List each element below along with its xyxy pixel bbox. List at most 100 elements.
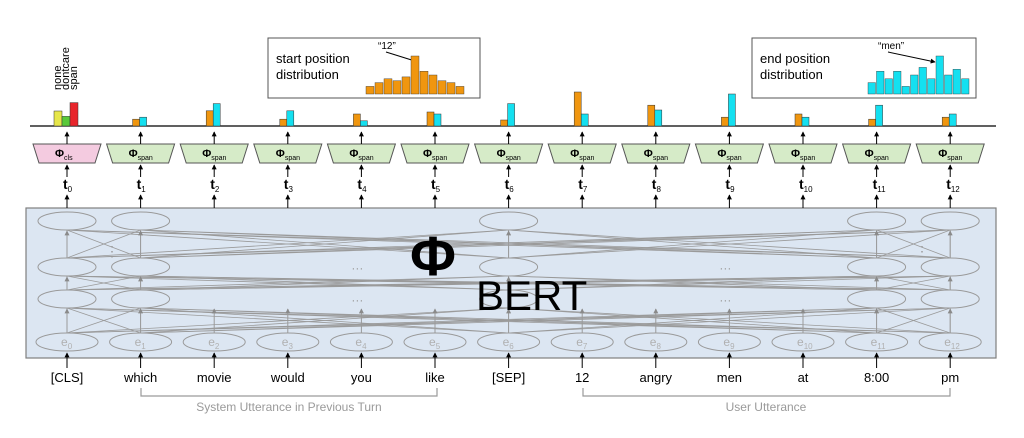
token-word: angry [640,370,673,385]
start-logit-bar [647,104,656,127]
embedding-node [35,332,99,352]
embedding-node [697,332,761,352]
hidden-vector-label: t2 [210,176,220,194]
start-logit-bar [721,116,729,127]
bert-connection [876,275,951,291]
hidden-vector-label: t8 [652,176,662,194]
start-distribution-bar [383,78,393,95]
start-distribution-bar [365,86,375,95]
start-distribution-box: start position distribution “12” [267,37,481,99]
embedding-label: e8 [650,335,662,351]
token-word: would [270,370,305,385]
token-word: like [425,370,445,385]
system-utterance-label: System Utterance in Previous Turn [196,400,381,414]
end-distribution-bar [893,70,902,95]
phi-span-block [621,143,691,164]
end-histogram [867,55,970,95]
end-distribution-bar [935,55,944,95]
embedding-label: e7 [576,335,588,351]
token-word: movie [197,370,232,385]
bert-hidden-node [37,211,97,231]
class-bar [53,110,63,127]
embedding-node [550,332,614,352]
start-distribution-bar [419,70,429,95]
token-word: you [351,370,372,385]
token-word: [CLS] [51,370,84,385]
bert-hidden-node [37,289,97,309]
bert-hidden-node [111,211,171,231]
bert-connection [66,229,141,259]
embedding-node [109,332,173,352]
bert-connection [140,275,951,291]
hidden-vector-label: t12 [946,176,960,194]
bert-hidden-node [920,289,980,309]
start-distribution-bar [401,76,411,95]
bert-hidden-node [479,211,539,231]
start-logit-bar [426,111,435,127]
hidden-vector-label: t7 [578,176,588,194]
end-distribution-bar [876,70,885,95]
token-word: at [798,370,809,385]
start-title-line2: distribution [276,67,339,82]
user-utterance-bracket [582,388,951,397]
system-utterance-bracket [140,388,438,397]
bert-hidden-node [37,257,97,277]
phi-span-block [179,143,249,164]
end-logit-bar [728,93,736,127]
token-word: men [717,370,742,385]
end-logit-bar [360,120,368,127]
vertical-dots: ⋮ [105,243,119,259]
hidden-vector-label: t4 [357,176,367,194]
bert-phi: Φ [410,224,456,287]
end-distribution-bar [927,78,936,95]
start-title-line1: start position [276,51,350,66]
token-word: [SEP] [492,370,525,385]
end-distribution-bar [961,78,970,95]
start-logit-bar [941,116,950,127]
hidden-vector-label: t11 [873,176,887,194]
phi-span-block [105,143,176,164]
start-logit-bar [794,113,803,127]
end-distribution-bar [910,74,919,95]
ellipsis-dots: ··· [719,293,731,307]
vertical-dots: ⋮ [915,243,929,259]
class-label: span [68,66,80,90]
embedding-node [918,332,982,352]
start-logit-bar [573,91,582,127]
embedding-label: e6 [503,335,515,351]
bert-connection [66,307,141,334]
start-logit-bar [868,118,876,127]
start-distribution-bar [455,86,465,95]
start-distribution-bar [374,82,384,95]
end-logit-bar [212,103,221,127]
phi-span-block [400,143,470,164]
start-distribution-bar [392,80,402,95]
end-logit-bar [580,113,589,127]
end-distribution-bar [867,82,876,95]
ellipsis-dots: ··· [719,261,731,275]
phi-span-block [694,143,765,164]
class-label: dontcare [60,47,72,90]
bert-hidden-node [920,257,980,277]
phi-span-block [768,143,838,164]
start-logit-bar [205,110,214,127]
embedding-node [403,332,467,352]
end-distribution-bar [918,67,927,95]
bert-hidden-node [847,289,907,309]
token-word: pm [941,370,959,385]
embedding-node [477,332,541,352]
token-word: 8:00 [864,370,889,385]
class-bar [61,116,71,127]
start-logit-bar [132,118,140,127]
end-logit-bar [433,113,442,127]
hidden-vector-label: t6 [505,176,515,194]
end-peak-arrow [887,51,936,64]
embedding-label: e5 [429,335,441,351]
embedding-label: e0 [61,335,73,351]
span-bars [132,91,957,127]
phi-span-block [473,143,544,164]
end-distribution-bar [901,86,910,95]
start-logit-bar [279,118,288,127]
